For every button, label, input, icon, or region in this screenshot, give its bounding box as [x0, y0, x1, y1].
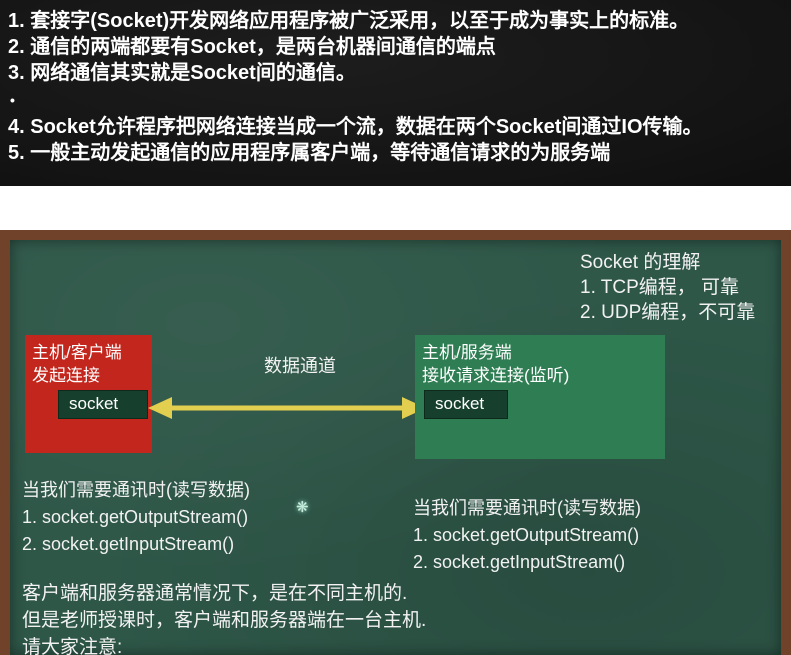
footer-line: 但是老师授课时，客户端和服务器端在一台主机. — [22, 610, 427, 631]
server-host-line: 主机/服务端 — [422, 343, 512, 362]
client-socket-box: socket — [58, 390, 148, 419]
footer-note: 客户端和服务器通常情况下，是在不同主机的. 但是老师授课时，客户端和服务器端在一… — [22, 580, 426, 655]
note-line: 1. 套接字(Socket)开发网络应用程序被广泛采用，以至于成为事实上的标准。 — [8, 10, 690, 32]
client-socket-label: socket — [69, 394, 119, 413]
sparkle-icon: ❋ — [296, 499, 309, 516]
understanding-item: 2. UDP编程，不可靠 — [580, 302, 756, 323]
chalkboard-frame: Socket 的理解 1. TCP编程， 可靠 2. UDP编程，不可靠 主机/… — [0, 230, 791, 655]
client-host-box: 主机/客户端 发起连接 socket — [25, 335, 152, 453]
server-io-list: 当我们需要通讯时(读写数据) 1. socket.getOutputStream… — [413, 495, 641, 576]
bullet-point: • — [10, 92, 15, 108]
server-io-item: 1. socket.getOutputStream() — [413, 525, 640, 545]
client-io-item: 2. socket.getInputStream() — [22, 534, 235, 554]
notes-panel: 1. 套接字(Socket)开发网络应用程序被广泛采用，以至于成为事实上的标准。… — [0, 0, 791, 186]
footer-line: 请大家注意: — [22, 637, 123, 655]
note-line: 2. 通信的两端都要有Socket，是两台机器间通信的端点 — [8, 36, 496, 58]
double-arrow-icon — [148, 397, 426, 419]
understanding-title: Socket 的理解 — [580, 252, 701, 273]
note-line: 3. 网络通信其实就是Socket间的通信。 — [8, 62, 356, 84]
server-io-item: 2. socket.getInputStream() — [413, 552, 626, 572]
server-host-box: 主机/服务端 接收请求连接(监听) socket — [415, 335, 665, 459]
server-io-title: 当我们需要通讯时(读写数据) — [413, 498, 641, 518]
client-host-line: 主机/客户端 — [32, 343, 122, 362]
client-io-list: 当我们需要通讯时(读写数据) 1. socket.getOutputStream… — [22, 477, 250, 558]
client-host-line: 发起连接 — [32, 366, 100, 385]
note-line: 4. Socket允许程序把网络连接当成一个流，数据在两个Socket间通过IO… — [8, 116, 703, 138]
client-io-item: 1. socket.getOutputStream() — [22, 507, 249, 527]
client-io-title: 当我们需要通讯时(读写数据) — [22, 480, 250, 500]
server-socket-box: socket — [424, 390, 508, 419]
server-socket-label: socket — [435, 394, 485, 413]
channel-label: 数据通道 — [264, 356, 336, 376]
socket-understanding: Socket 的理解 1. TCP编程， 可靠 2. UDP编程，不可靠 — [580, 250, 755, 325]
chalkboard-surface: Socket 的理解 1. TCP编程， 可靠 2. UDP编程，不可靠 主机/… — [10, 240, 781, 655]
server-host-line: 接收请求连接(监听) — [422, 366, 570, 385]
footer-line: 客户端和服务器通常情况下，是在不同主机的. — [22, 583, 408, 604]
understanding-item: 1. TCP编程， 可靠 — [580, 277, 740, 298]
note-line: 5. 一般主动发起通信的应用程序属客户端，等待通信请求的为服务端 — [8, 142, 611, 164]
